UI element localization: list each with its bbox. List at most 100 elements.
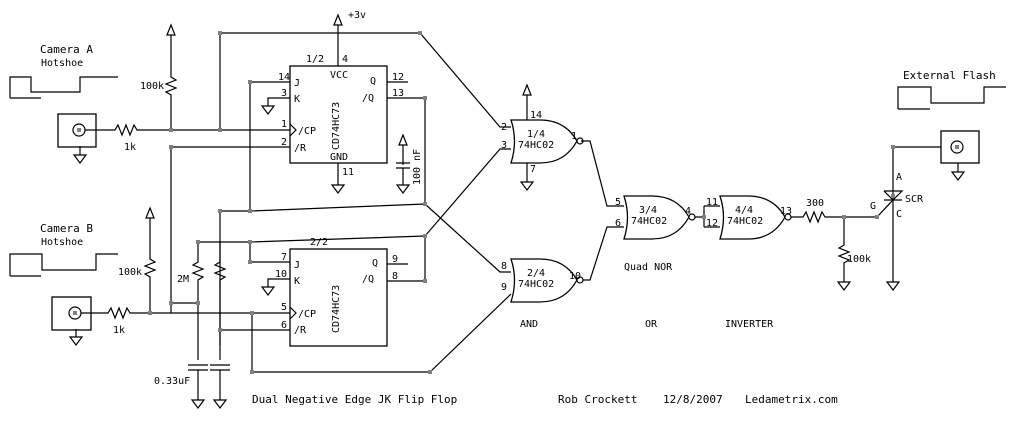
pin-num: 10 [275,269,287,280]
pin-label: J [294,260,300,271]
junction [423,234,427,238]
pin-label: /R [294,325,307,336]
pin-num: 14 [530,110,542,121]
scr-cathode-label: C [896,209,902,220]
junction [428,370,432,374]
nor-gate-3-body [623,195,690,240]
ground-icon [260,97,290,115]
junction [702,215,706,219]
ground-icon [190,399,228,409]
resistor-2m-label: 2M [177,274,189,285]
scr-label: SCR [905,194,924,205]
supply-arrow-icon [145,206,155,219]
wire [197,370,221,400]
camera-b-label: Camera B [40,222,93,235]
resistor-100k-b-label: 100k [118,267,142,278]
supply-label: +3v [348,10,366,21]
junction [875,215,879,219]
pin-num: 13 [392,88,404,99]
pin-num: 2 [281,137,287,148]
resistor-100k-pulldown [837,217,851,282]
pin-num: 9 [392,254,398,265]
junction [842,215,846,219]
resistor-1k-b-label: 1k [113,325,125,336]
pin-num: 5 [615,197,621,208]
junction [218,328,222,332]
nor-gate-4-body [719,195,786,240]
resistor-300 [791,210,877,224]
pin-num: 13 [780,206,792,217]
ground-icon [330,163,346,194]
flipflop-1-body [289,65,388,164]
pin-num: 7 [281,252,287,263]
wire [695,205,720,228]
nor-gate-2: 2/4 74HC02 8 9 10 [501,258,584,303]
pin-label: Q [372,258,378,269]
junction-dots [73,31,959,374]
ff2-part-label: CD74HC73 [331,285,342,333]
junction [169,301,173,305]
gate-section-label: 1/4 [527,129,545,140]
pin-num: 11 [342,167,354,178]
resistor-100k-a [164,35,178,130]
resistor-2m [191,242,205,360]
pin-num: 3 [281,88,287,99]
external-flash-label: External Flash [903,69,996,82]
ff1-section-label: 1/2 [306,54,324,65]
ff2-section-label: 2/2 [310,237,328,248]
ff1-part-label: CD74HC73 [331,102,342,150]
pin-num: 2 [501,122,507,133]
camera-b-sub-label: Hotshoe [41,237,83,248]
gate-part-label: 74HC02 [518,140,554,151]
pin-num: 4 [685,206,691,217]
gnd-label: GND [330,152,348,163]
supply-arrow-icon [333,13,343,26]
nor-gate-3: 3/4 74HC02 5 6 4 [615,195,696,240]
ground-icon [950,163,966,181]
flash-waveform-icon [897,86,1006,110]
nor-gate-1: 1/4 74HC02 2 3 1 14 7 [501,83,584,191]
camera-a-label: Camera A [40,43,93,56]
camera-b-waveform-icon [9,253,118,277]
wire [876,199,894,218]
pin-label: K [294,276,300,287]
or-label: OR [645,319,658,330]
clock-edge-icon [289,306,297,320]
vcc-label: VCC [330,70,348,81]
wire [424,148,511,273]
resistor-1k-b [81,306,150,320]
wire [251,293,512,373]
ground-icon [836,281,852,291]
ground-icon [395,133,411,194]
camera-b-input: Camera B Hotshoe 1k 100k [9,206,157,346]
ground-icon [260,278,290,296]
pin-label: /Q [362,274,374,285]
gate-section-label: 2/4 [527,268,545,279]
junction [423,96,427,100]
pin-num: 6 [615,218,621,229]
quad-nor-label: Quad NOR [624,262,673,273]
junction [423,279,427,283]
resistor-1k-a-label: 1k [124,142,136,153]
pin-label: K [294,94,300,105]
pin-num: 8 [392,271,398,282]
pin-label: /R [294,143,307,154]
ground-icon [72,146,88,164]
junction [250,370,254,374]
junction [955,145,959,149]
author-label: Rob Crockett [558,393,637,406]
pin-num: 7 [530,164,536,175]
clock-edge-icon [289,123,297,137]
flipflop-1: 1/2 +3v 4 VCC GND 11 14 J 3 K 1 /CP 2 /R… [260,10,426,204]
junction [218,128,222,132]
junction [891,145,895,149]
pin-num: 14 [278,72,290,83]
junction [248,209,252,213]
resistor-unlabeled [213,242,227,360]
pin-num: 3 [501,140,507,151]
date-label: 12/8/2007 [663,393,723,406]
capacitor-icon [188,364,230,371]
nor-gate-4: 4/4 74HC02 11 12 13 [706,195,792,240]
pin-label: Q [370,76,376,87]
